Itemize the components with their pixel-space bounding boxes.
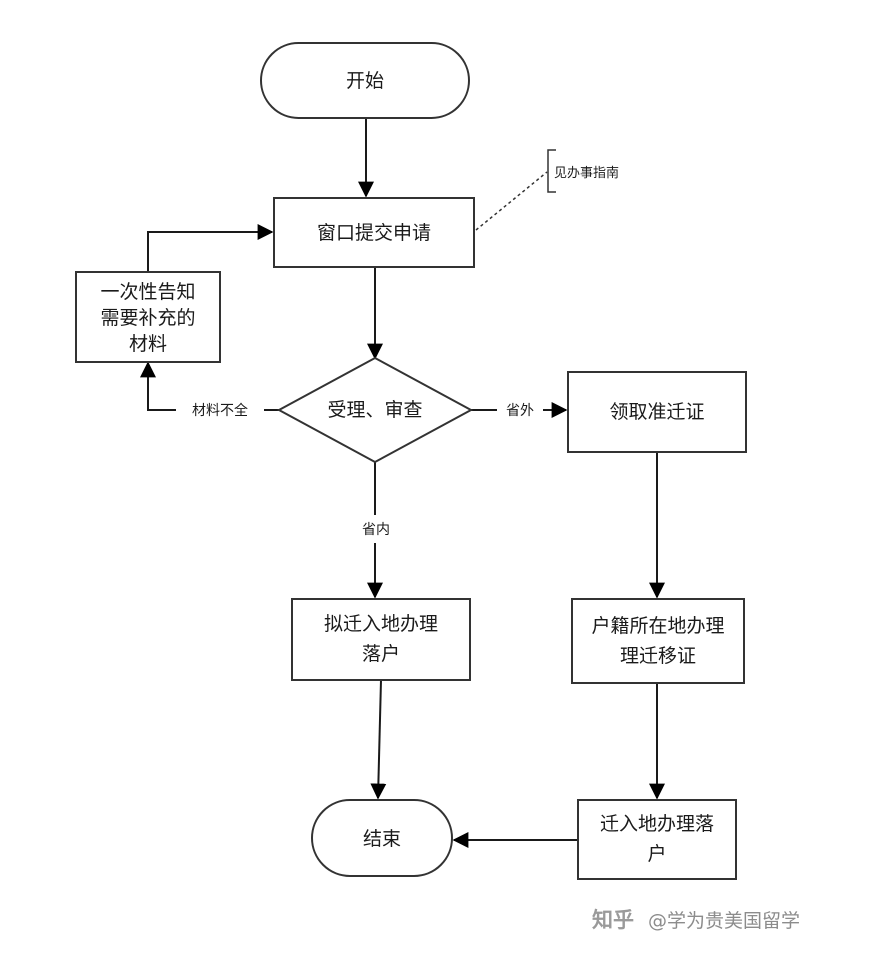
edge-notify-to-submit: [147, 224, 274, 272]
node-end: 结束: [311, 799, 453, 877]
node-notify-materials-line-2: 需要补充的: [100, 307, 195, 329]
edge-review-to-notify: [140, 361, 176, 411]
node-review: 受理、审查: [276, 356, 474, 464]
node-end-label: 结束: [363, 828, 401, 850]
annotation-guide-note-label: 见办事指南: [554, 165, 619, 181]
edge-label-in-province: 省内: [362, 522, 390, 538]
node-collect-permit-label: 领取准迁证: [609, 401, 704, 423]
node-household-certificate-line-1: 户籍所在地办理: [591, 615, 724, 637]
node-settle-local-line-2: 落户: [362, 643, 400, 665]
node-collect-permit: 领取准迁证: [567, 371, 747, 453]
edge-label-incomplete: 材料不全: [192, 402, 248, 419]
annotation-guide-note: 见办事指南: [547, 149, 619, 193]
node-household-certificate-line-2: 理迁移证: [620, 645, 696, 667]
node-start-label: 开始: [346, 70, 384, 92]
watermark-brand: 知乎: [592, 908, 634, 932]
node-notify-materials: 一次性告知 需要补充的 材料: [75, 271, 221, 363]
node-settle-destination: 迁入地办理落 户: [577, 799, 737, 880]
node-notify-materials-line-3: 材料: [129, 333, 167, 355]
node-submit-application-label: 窗口提交申请: [317, 222, 431, 244]
node-settle-local-line-1: 拟迁入地办理: [324, 613, 438, 635]
node-settle-destination-line-1: 迁入地办理落: [600, 813, 714, 835]
edge-settle-local-to-end: [370, 679, 387, 800]
edge-guide-note-connector: [475, 171, 548, 231]
node-submit-application: 窗口提交申请: [273, 197, 475, 268]
node-settle-local: 拟迁入地办理 落户: [291, 598, 471, 681]
node-settle-destination-line-2: 户: [647, 843, 666, 865]
node-household-certificate: 户籍所在地办理 理迁移证: [571, 598, 745, 684]
edge-label-out-of-province: 省外: [506, 403, 534, 419]
node-notify-materials-line-1: 一次性告知: [100, 281, 195, 303]
node-start: 开始: [260, 42, 470, 119]
node-review-label: 受理、审查: [327, 399, 422, 421]
watermark-author: @学为贵美国留学: [648, 910, 801, 932]
watermark: 知乎 @学为贵美国留学: [592, 904, 800, 934]
